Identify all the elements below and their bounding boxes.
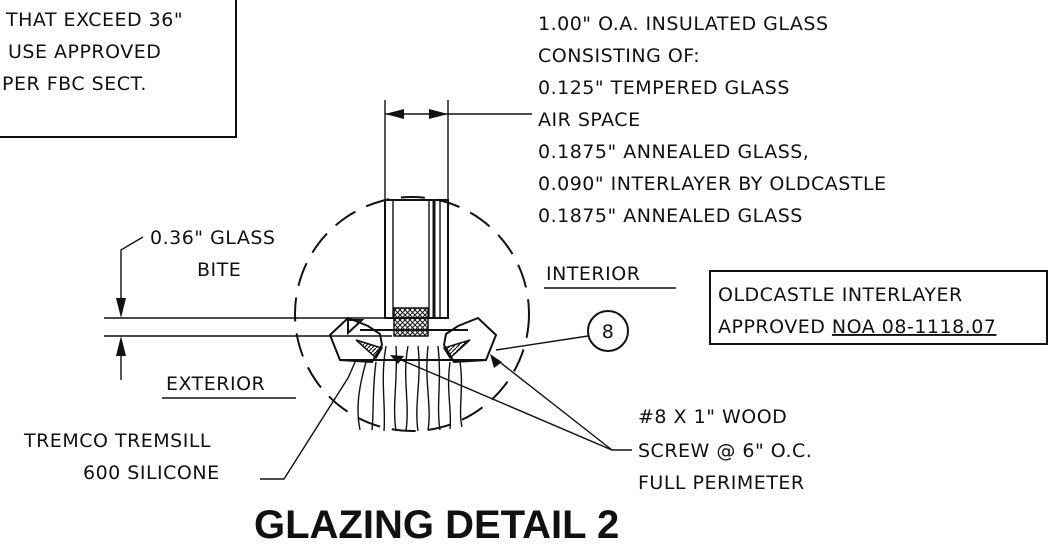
callout-leader: [495, 335, 589, 351]
corner-note: THAT EXCEED 36" USE APPROVED PER FBC SEC…: [0, 0, 237, 138]
glass-spec-line-4: AIR SPACE: [538, 109, 641, 131]
screw-line-2: SCREW @ 6" O.C.: [638, 440, 812, 462]
approval-line-1: OLDCASTLE INTERLAYER: [718, 284, 963, 306]
corner-note-line-1: THAT EXCEED 36": [5, 9, 183, 31]
corner-note-box: [0, 0, 237, 138]
glass-bite-line-2: BITE: [197, 259, 241, 281]
side-labels: INTERIOR EXTERIOR: [162, 263, 676, 399]
detail-title: GLAZING DETAIL 2: [254, 503, 619, 547]
detail-circle: [294, 196, 530, 432]
noa-number: NOA 08-1118.07: [832, 316, 996, 338]
glass-thickness-dimension: [384, 100, 532, 200]
sealant-line-1: TREMCO TREMSILL: [23, 430, 211, 452]
interior-label: INTERIOR: [546, 263, 640, 285]
glass-spec-line-5: 0.1875" ANNEALED GLASS,: [538, 141, 809, 163]
dimension-arrow-left: [385, 109, 404, 119]
screw-line-3: FULL PERIMETER: [638, 472, 805, 494]
glass-spec-line-6: 0.090" INTERLAYER BY OLDCASTLE: [538, 173, 887, 195]
corner-note-line-2: USE APPROVED: [8, 41, 161, 63]
left-silicone-bead: [355, 339, 384, 360]
spacer-block: [393, 307, 429, 337]
approval-box: [709, 270, 1048, 345]
approval-line-2: APPROVED NOA 08-1118.07: [718, 316, 996, 338]
approval-prefix: APPROVED: [718, 316, 832, 338]
screw-leader-right: [491, 355, 613, 451]
dimension-arrow-right: [429, 109, 448, 119]
sealant-line-2: 600 SILICONE: [83, 462, 220, 484]
frame-section: [328, 316, 498, 432]
callout-number: 8: [602, 321, 615, 343]
right-silicone-bead: [442, 339, 471, 360]
bite-arrow-up: [116, 336, 126, 356]
screw-note: #8 X 1" WOOD SCREW @ 6" O.C. FULL PERIME…: [390, 354, 812, 494]
glass-spec: 1.00" O.A. INSULATED GLASS CONSISTING OF…: [538, 13, 887, 227]
sealant-note: TREMCO TREMSILL 600 SILICONE: [23, 359, 357, 484]
wood-substrate: [357, 345, 463, 432]
corner-note-line-3: PER FBC SECT.: [2, 73, 147, 95]
glass-spec-line-7: 0.1875" ANNEALED GLASS: [538, 205, 803, 227]
glass-bite-dimension: 0.36" GLASS BITE: [104, 227, 392, 380]
glass-spec-line-2: CONSISTING OF:: [538, 45, 700, 67]
screw-line-1: #8 X 1" WOOD: [638, 406, 787, 428]
glass-spec-line-1: 1.00" O.A. INSULATED GLASS: [538, 13, 829, 35]
bite-arrow-down: [116, 298, 126, 318]
insulated-glass-unit: [384, 199, 449, 337]
approval-note: OLDCASTLE INTERLAYER APPROVED NOA 08-111…: [709, 270, 1048, 345]
sealant-leader: [260, 359, 357, 480]
glass-unit-outline: [384, 199, 449, 319]
glass-spec-line-3: 0.125" TEMPERED GLASS: [538, 77, 790, 99]
screw-arrow-right: [490, 354, 502, 368]
callout-8: 8: [495, 310, 629, 352]
glass-bite-line-1: 0.36" GLASS: [150, 227, 275, 249]
exterior-label: EXTERIOR: [166, 373, 265, 395]
screw-arrow-left: [390, 355, 404, 364]
